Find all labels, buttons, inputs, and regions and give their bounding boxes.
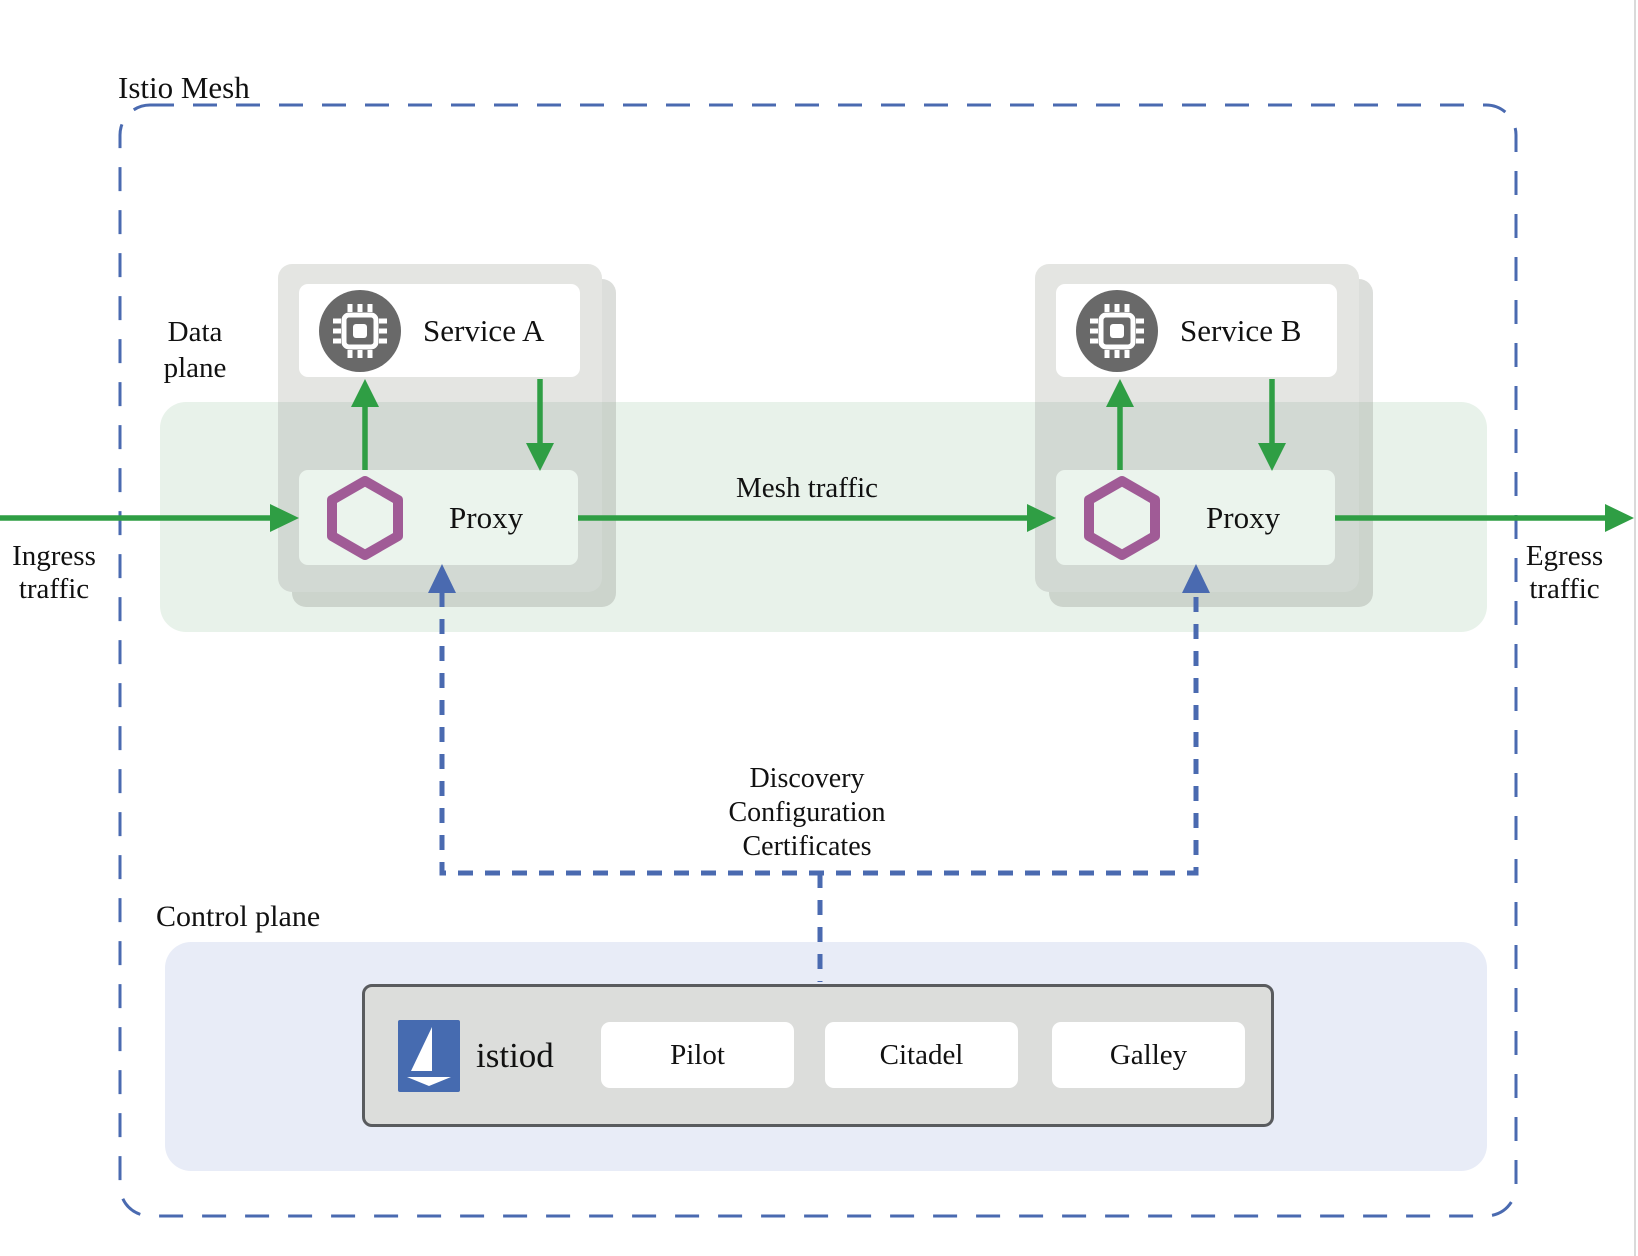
egress-traffic-label: Egress traffic — [1525, 540, 1604, 605]
mesh-traffic-label: Mesh traffic — [736, 472, 878, 504]
microchip-icon — [1076, 289, 1158, 372]
istio-sail-icon — [398, 1020, 460, 1092]
proxy-a-label: Proxy — [449, 499, 524, 535]
control-plane-label: Control plane — [156, 900, 321, 933]
service-a-node: Service A — [299, 284, 580, 377]
sidecar-hexagon-icon — [1084, 475, 1160, 561]
proxy-b-node: Proxy — [1056, 470, 1335, 565]
microchip-icon — [319, 289, 401, 372]
proxy-b-label: Proxy — [1206, 499, 1281, 535]
istiod-component-pilot: Pilot — [601, 1022, 794, 1088]
istiod-label: istiod — [476, 1036, 554, 1075]
service-a-label: Service A — [423, 312, 545, 348]
control-channel-label: Discovery Configuration Certificates — [728, 763, 886, 862]
data-plane-label: Data plane — [163, 316, 227, 384]
istio-mesh-label: Istio Mesh — [118, 70, 250, 105]
window-edge-line — [1634, 0, 1636, 1256]
proxy-a-node: Proxy — [299, 470, 578, 565]
istiod-component-citadel: Citadel — [825, 1022, 1018, 1088]
service-b-label: Service B — [1180, 312, 1302, 348]
istiod-component-galley: Galley — [1052, 1022, 1245, 1088]
sidecar-hexagon-icon — [327, 475, 403, 561]
egress-arrowhead — [1605, 504, 1634, 532]
ingress-traffic-label: Ingress traffic — [12, 540, 96, 605]
service-b-node: Service B — [1056, 284, 1337, 377]
